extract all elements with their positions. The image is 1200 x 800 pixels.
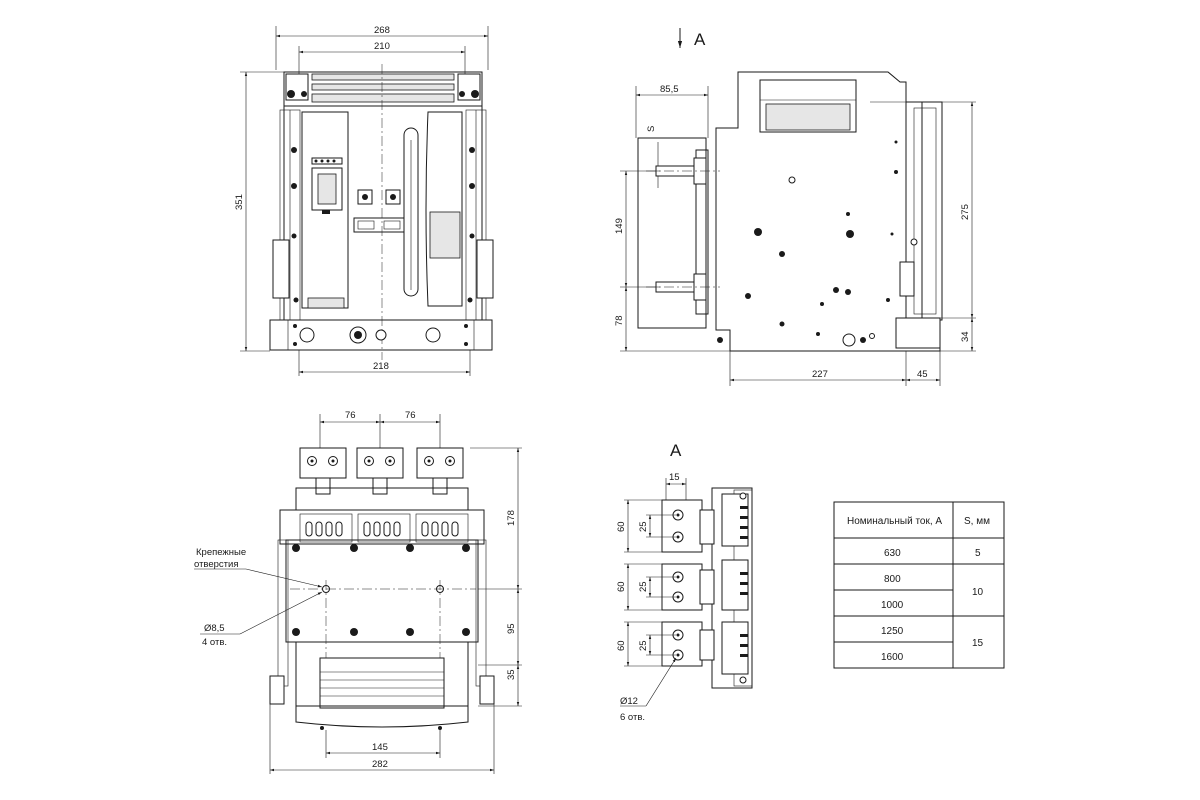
rear-contact-slots [299, 513, 469, 543]
front-base-width-dim: 218 [373, 361, 389, 372]
table-cell-current: 630 [884, 548, 901, 559]
side-s-dim: S [646, 126, 657, 132]
table-cell-s: 10 [972, 587, 984, 598]
table-cell-current: 1000 [881, 600, 904, 611]
rear-hole-count: 4 отв. [202, 637, 227, 648]
rear-view: 76 76 [194, 410, 522, 774]
mounting-holes-label-1: Крепежные [196, 547, 246, 558]
front-width-overall-dim: 268 [374, 25, 390, 36]
rear-base-width-dim: 282 [372, 759, 388, 770]
front-height-dim: 351 [234, 194, 245, 210]
mounting-holes-label-2: отверстия [194, 559, 239, 570]
rear-spacing-1-dim: 76 [345, 410, 356, 421]
rear-spacing-2-dim: 76 [405, 410, 416, 421]
detail-bar-height-3: 60 [616, 640, 627, 651]
detail-hole-count: 6 отв. [620, 712, 645, 723]
view-marker-a: A [694, 30, 706, 49]
table-cell-current: 1250 [881, 626, 904, 637]
table-cell-s: 15 [972, 638, 984, 649]
rear-hole-pitch-h-dim: 145 [372, 742, 388, 753]
table-cell-s: 5 [975, 548, 981, 559]
table-cell-current: 800 [884, 574, 901, 585]
table-header-s: S, мм [964, 516, 990, 527]
side-view: A 85,5 S 149 78 [614, 28, 976, 386]
table-cell-current: 1600 [881, 652, 904, 663]
detail-bar-height-2: 60 [616, 581, 627, 592]
detail-hole-pitch-1: 25 [638, 521, 649, 532]
side-terminal-pitch-dim: 149 [614, 218, 625, 234]
detail-hole-diameter: Ø12 [620, 696, 638, 707]
rear-hole-diameter: Ø8,5 [204, 623, 225, 634]
detail-hole-pitch-2: 25 [638, 581, 649, 592]
side-terminal-bottom-dim: 78 [614, 315, 625, 326]
side-foot-depth-dim: 45 [917, 369, 928, 380]
rear-hole-pitch-v-dim: 95 [506, 623, 517, 634]
front-width-inner-dim: 210 [374, 41, 390, 52]
side-depth-dim: 227 [812, 369, 828, 380]
rating-table: Номинальный ток, А S, мм 630 5 800 10 10… [833, 501, 1005, 669]
detail-bus-bars [661, 499, 715, 667]
front-view: 268 210 351 [234, 25, 494, 376]
rear-bottom-dim: 35 [506, 669, 517, 680]
detail-hole-pitch-3: 25 [638, 640, 649, 651]
detail-bar-height-1: 60 [616, 521, 627, 532]
side-foot-height-dim: 34 [960, 331, 971, 342]
detail-a-title: A [670, 441, 682, 460]
rear-terminal-bars [299, 447, 464, 495]
detail-bus-offset-dim: 15 [669, 472, 680, 483]
detail-a: A 15 [616, 441, 753, 723]
side-terminal-depth-dim: 85,5 [660, 84, 679, 95]
side-height-dim: 275 [960, 204, 971, 220]
table-header-current: Номинальный ток, А [847, 516, 942, 527]
rear-terminal-height-dim: 178 [506, 510, 517, 526]
